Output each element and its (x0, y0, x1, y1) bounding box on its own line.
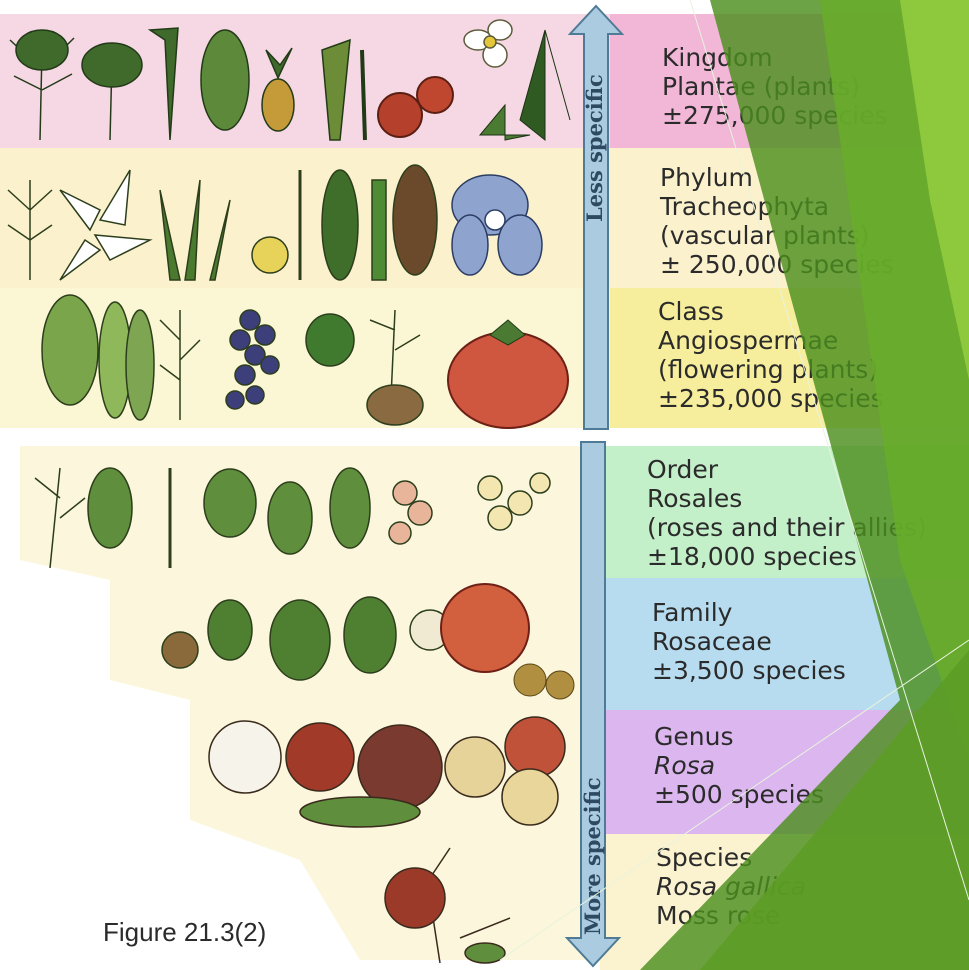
order-name: Rosales (647, 484, 927, 513)
class-label: Class Angiospermae (flowering plants) ±2… (658, 297, 884, 413)
genus-count: ±500 species (654, 780, 824, 809)
phylum-count: ± 250,000 species (660, 250, 894, 279)
genus-roses-illustration (200, 712, 580, 832)
class-name: Angiospermae (658, 326, 884, 355)
phylum-common: (vascular plants) (660, 221, 894, 250)
more-specific-label: More specific (580, 777, 605, 935)
family-count: ±3,500 species (652, 656, 846, 685)
order-label: Order Rosales (roses and their allies) ±… (647, 455, 927, 571)
kingdom-count: ±275,000 species (662, 101, 888, 130)
family-plants-illustration (120, 580, 580, 705)
class-count: ±235,000 species (658, 384, 884, 413)
species-label: Species Rosa gallica Moss rose (656, 843, 806, 930)
family-name: Rosaceae (652, 627, 846, 656)
kingdom-plants-illustration (0, 10, 600, 150)
phylum-name: Tracheophyta (660, 192, 894, 221)
phylum-plants-illustration (0, 150, 600, 290)
figure-caption: Figure 21.3(2) (103, 917, 266, 948)
species-name: Rosa gallica (656, 872, 806, 901)
kingdom-rank: Kingdom (662, 43, 888, 72)
species-common: Moss rose (656, 901, 806, 930)
class-common: (flowering plants) (658, 355, 884, 384)
kingdom-label: Kingdom Plantae (plants) ±275,000 specie… (662, 43, 888, 130)
kingdom-name: Plantae (plants) (662, 72, 888, 101)
less-specific-label: Less specific (582, 74, 607, 222)
family-rank: Family (652, 598, 846, 627)
phylum-rank: Phylum (660, 163, 894, 192)
class-plants-illustration (0, 290, 600, 430)
class-rank: Class (658, 297, 884, 326)
genus-rank: Genus (654, 722, 824, 751)
genus-name: Rosa (654, 751, 824, 780)
order-common: (roses and their allies) (647, 513, 927, 542)
phylum-label: Phylum Tracheophyta (vascular plants) ± … (660, 163, 894, 279)
order-count: ±18,000 species (647, 542, 927, 571)
species-rose-illustration (370, 838, 570, 968)
order-plants-illustration (20, 448, 600, 578)
genus-label: Genus Rosa ±500 species (654, 722, 824, 809)
order-rank: Order (647, 455, 927, 484)
species-rank: Species (656, 843, 806, 872)
family-label: Family Rosaceae ±3,500 species (652, 598, 846, 685)
